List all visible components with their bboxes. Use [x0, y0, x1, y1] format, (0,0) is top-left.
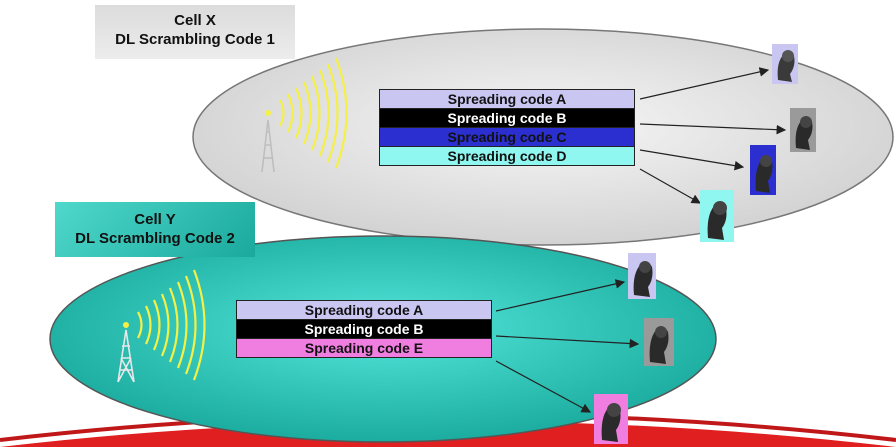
antenna-tower-icon: [117, 329, 135, 383]
spreading-code-b: Spreading code B: [379, 109, 635, 128]
cell-y-scrambling-code: DL Scrambling Code 2: [75, 230, 235, 247]
spreading-code-e: Spreading code E: [236, 339, 492, 358]
spreading-code-d: Spreading code D: [379, 147, 635, 166]
signal-waves-icon: [279, 57, 348, 169]
spreading-code-a: Spreading code A: [236, 300, 492, 320]
cell-x-label: Cell X DL Scrambling Code 1: [95, 5, 295, 59]
mobile-user-icon: [790, 108, 816, 152]
arrows-cell-x: [639, 67, 787, 204]
spreading-code-b: Spreading code B: [236, 320, 492, 339]
mobile-user-icon: [644, 318, 674, 366]
arrows-cell-y: [495, 279, 640, 413]
cell-x-scrambling-code: DL Scrambling Code 1: [115, 31, 275, 48]
spreading-code-a: Spreading code A: [379, 89, 635, 109]
mobile-user-icon: [772, 44, 798, 84]
signal-waves-icon: [137, 269, 206, 381]
cell-y-label: Cell Y DL Scrambling Code 2: [55, 202, 255, 257]
spreading-code-c: Spreading code C: [379, 128, 635, 147]
mobile-user-icon: [594, 394, 628, 444]
cell-y-spreading-codes: Spreading code A Spreading code B Spread…: [236, 300, 492, 358]
mobile-user-icon: [700, 190, 734, 242]
cell-x-name: Cell X: [174, 12, 216, 29]
cell-x-spreading-codes: Spreading code A Spreading code B Spread…: [379, 89, 635, 166]
antenna-tower-icon: [261, 119, 275, 173]
cell-y-name: Cell Y: [134, 211, 176, 228]
mobile-user-icon: [750, 145, 776, 195]
mobile-user-icon: [628, 253, 656, 299]
